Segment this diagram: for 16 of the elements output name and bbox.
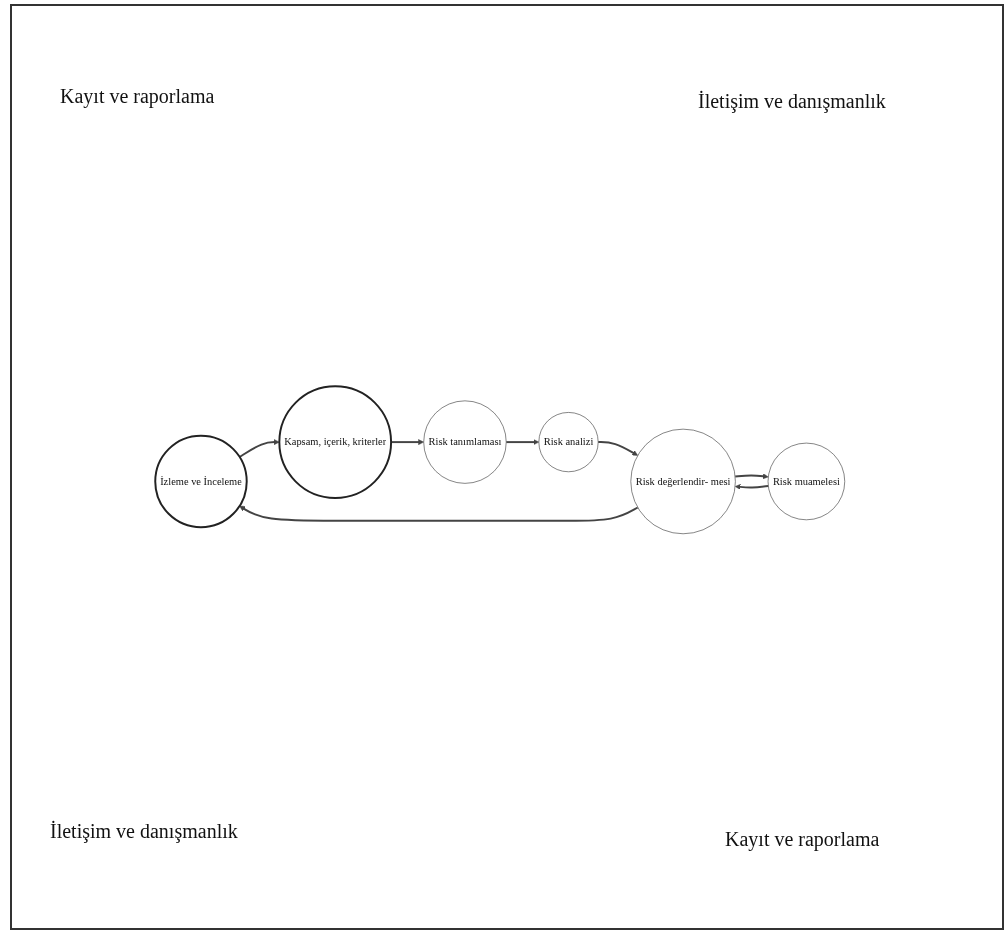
node-circle: Risk muamelesi bbox=[767, 442, 846, 521]
corner-note: İletişim ve danışmanlık bbox=[50, 820, 238, 843]
corner-note: Kayıt ve raporlama bbox=[725, 828, 880, 851]
arrow bbox=[734, 473, 769, 480]
arrow bbox=[597, 441, 638, 456]
node-circle: İzleme ve İnceleme bbox=[154, 434, 248, 529]
node-circle: Risk analizi bbox=[538, 412, 599, 473]
arrow bbox=[734, 484, 770, 490]
node-circle: Risk değerlendir- mesi bbox=[630, 428, 736, 535]
arrow bbox=[239, 505, 639, 522]
corner-note: Kayıt ve raporlama bbox=[60, 85, 215, 108]
arrow bbox=[505, 439, 540, 445]
node-circle: Kapsam, içerik, kriterler bbox=[278, 385, 393, 499]
corner-note: İletişim ve danışmanlık bbox=[698, 90, 886, 113]
arrow bbox=[238, 439, 280, 458]
node-circle: Risk tanımlaması bbox=[423, 400, 507, 484]
